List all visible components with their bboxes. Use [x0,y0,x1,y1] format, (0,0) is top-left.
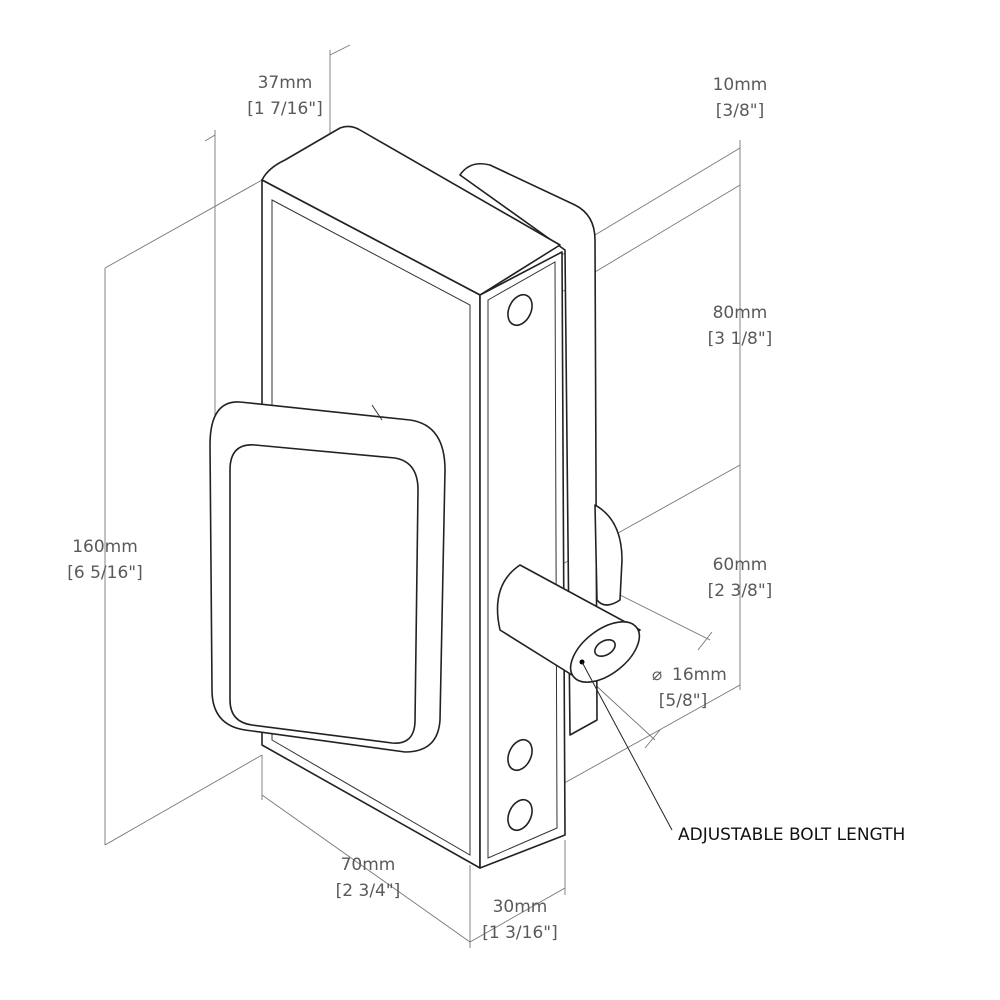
mounting-hole-bottom [507,798,533,832]
mounting-hole-middle [507,738,533,772]
diameter-symbol: ⌀ [652,665,662,685]
depth-mm: 37mm [258,73,313,93]
faceplate-inch: [1 3/16"] [482,923,557,943]
body-top-face [261,125,561,296]
rear-tab [594,504,623,606]
bolt-hole-inch: [2 3/8"] [708,581,773,601]
faceplate [479,251,566,869]
mounting-hole-top [507,293,533,327]
width-inch: [2 3/4"] [336,881,401,901]
width-mm: 70mm [341,855,396,875]
bolt-hole-mm: 60mm [713,555,768,575]
handle-face [229,444,419,744]
depth-inch: [1 7/16"] [247,99,322,119]
adjustable-bolt-note: ADJUSTABLE BOLT LENGTH [678,825,905,845]
hole-bolt-inch: [3 1/8"] [708,329,773,349]
diameter-inch: [5/8"] [659,691,707,711]
top-hole-inch: [3/8"] [716,101,764,121]
leader-line [581,661,673,831]
top-hole-mm: 10mm [713,75,768,95]
hole-bolt-mm: 80mm [713,303,768,323]
height-inch: [6 5/16"] [67,563,142,583]
faceplate-mm: 30mm [493,897,548,917]
height-mm: 160mm [72,537,138,557]
diameter-mm: 16mm [672,665,727,685]
